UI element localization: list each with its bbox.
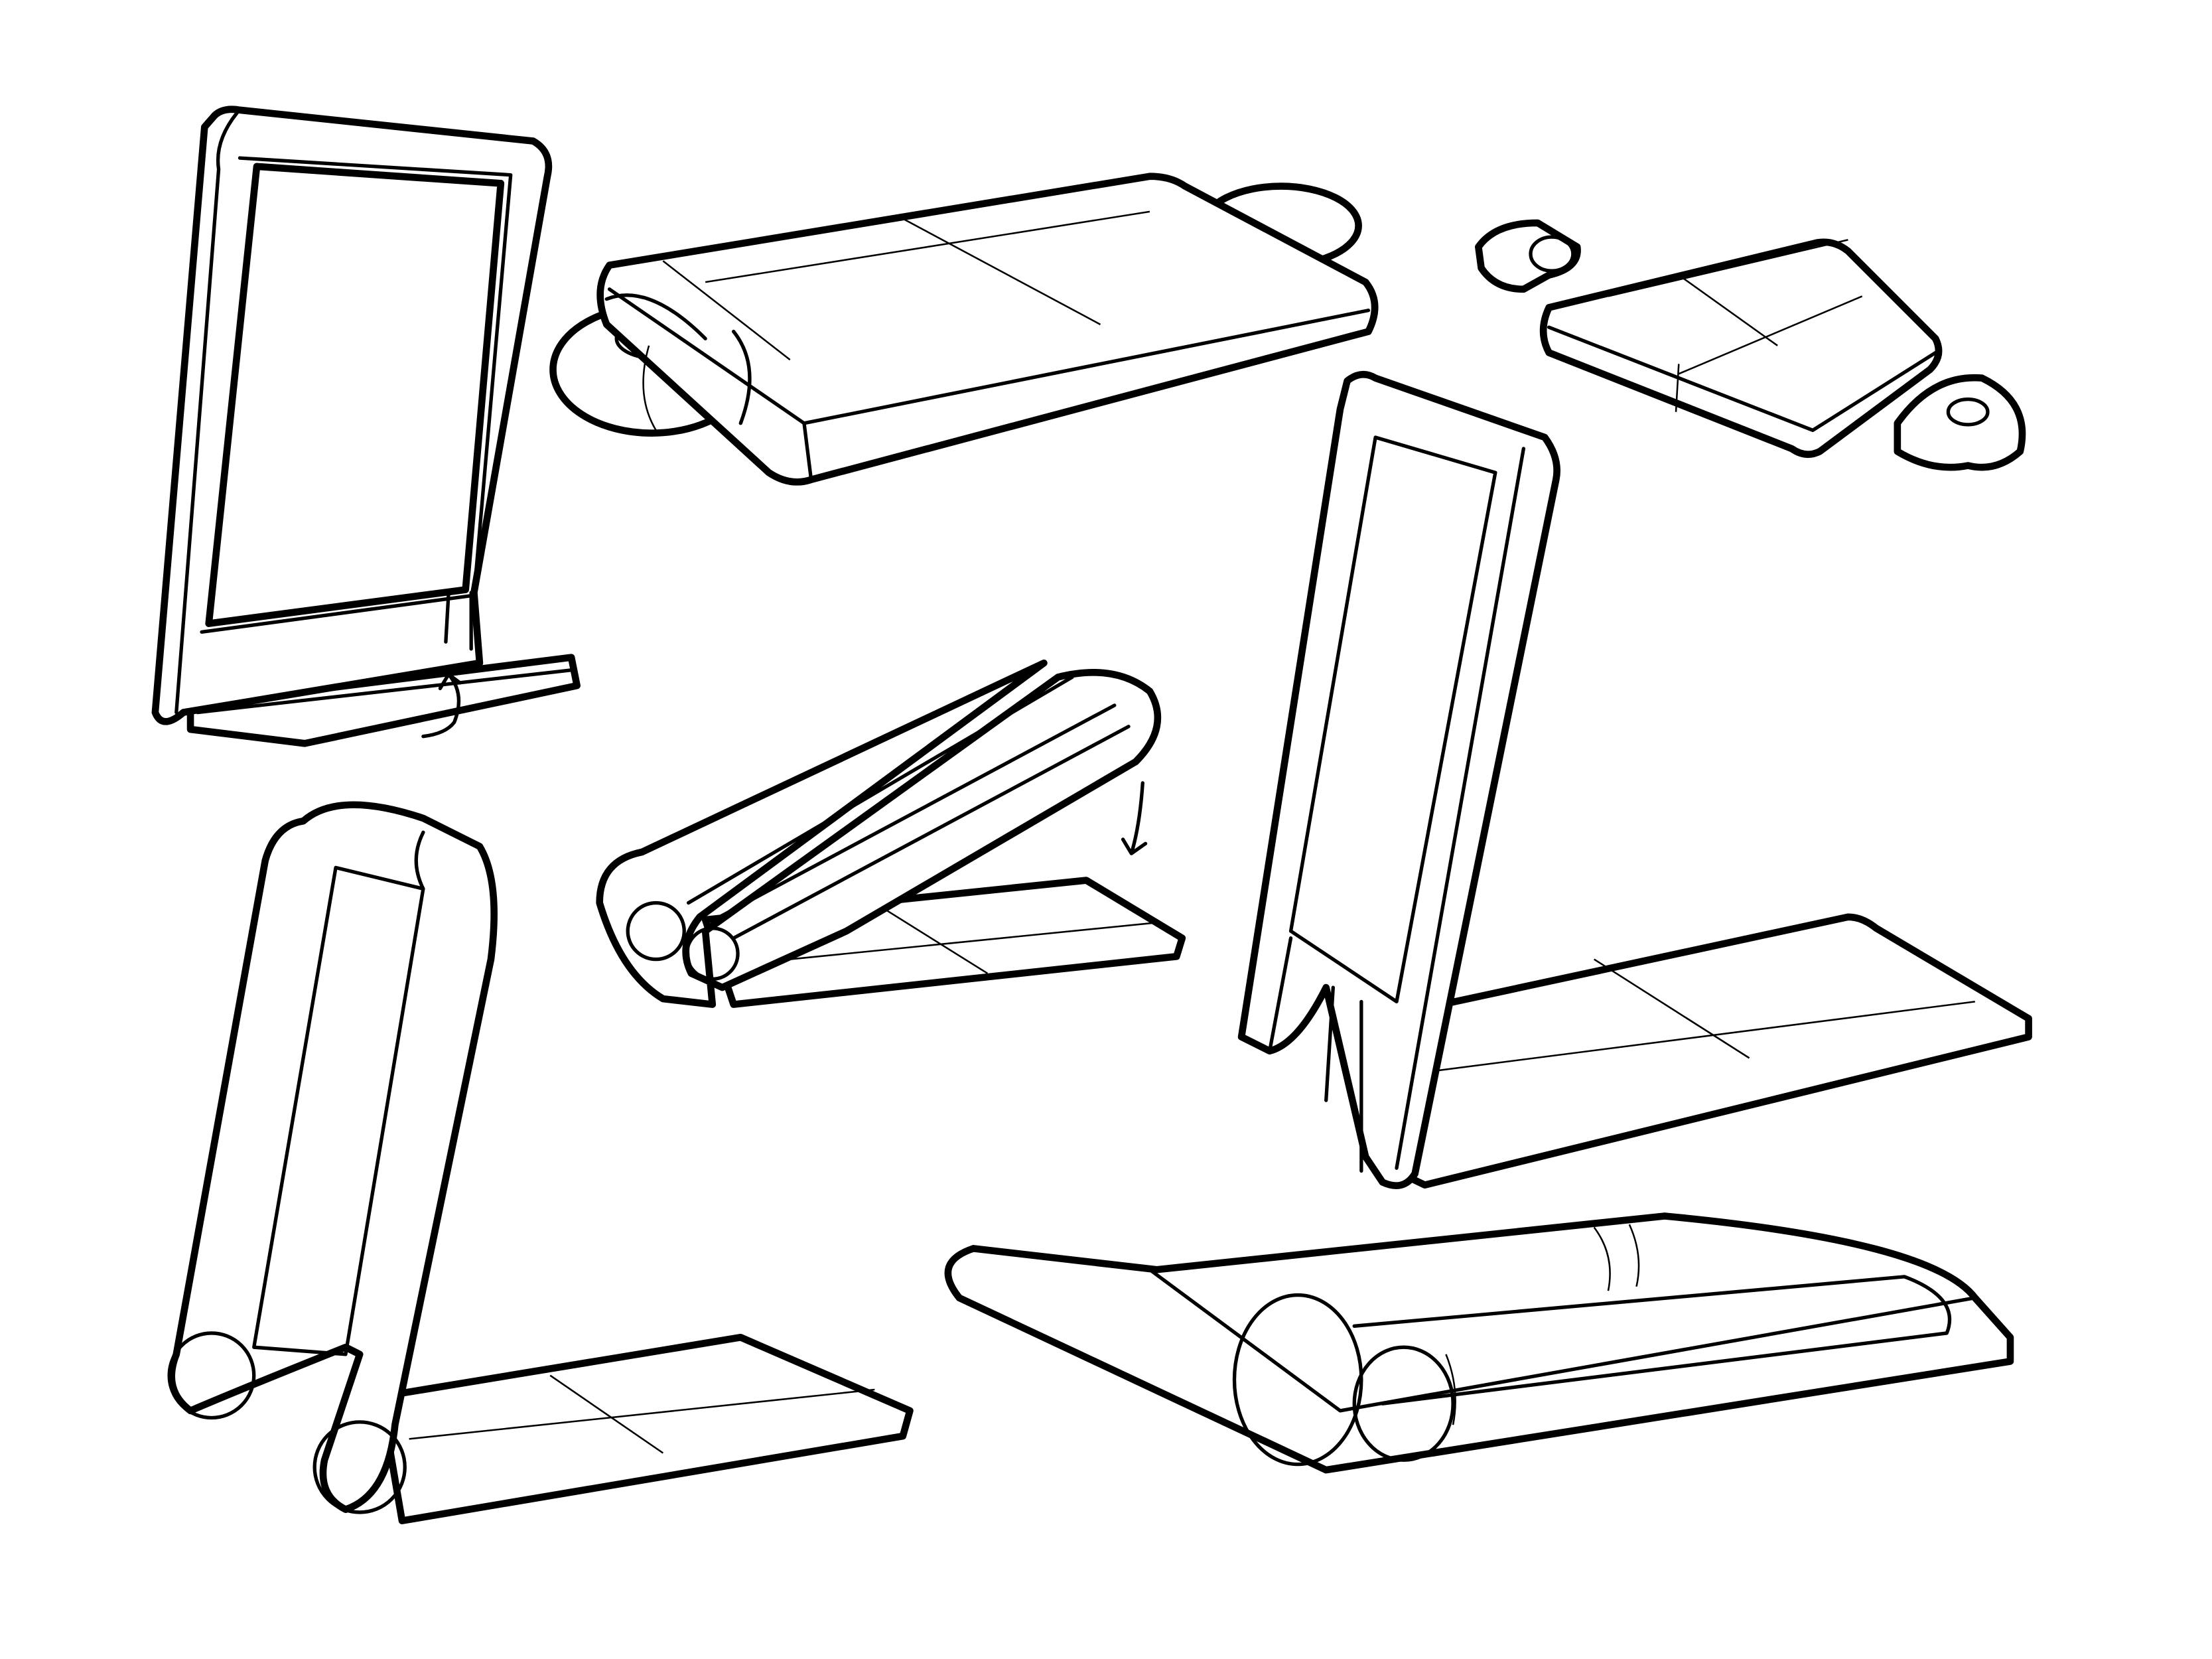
sketch-roller-base (944, 1212, 2014, 1474)
sketch-tall-upright-l-frame (1237, 371, 2032, 1189)
sketch-tubular-l-frame (167, 801, 914, 1524)
sketch-upright-frame-with-flat-base (151, 106, 581, 747)
sketch-inclined-frame (596, 659, 1186, 1008)
sketch-folded-deck-with-loop-handles (549, 173, 1379, 486)
sketch-compact-deck-with-detached-handles (1475, 219, 2026, 471)
